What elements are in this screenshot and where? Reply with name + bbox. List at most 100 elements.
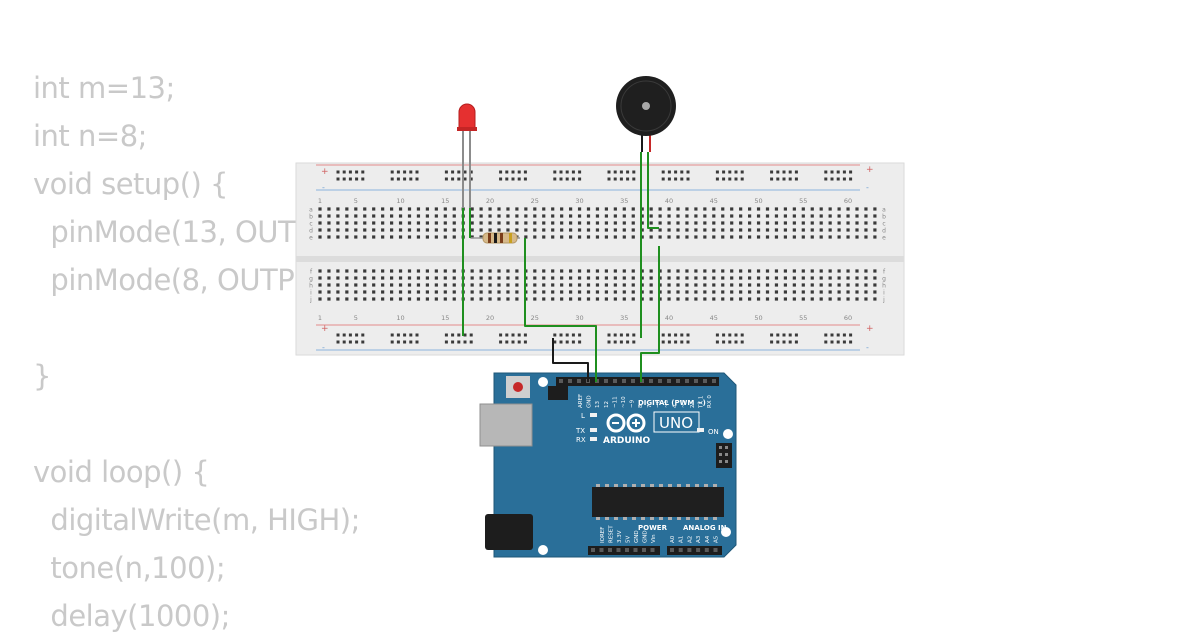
code-line: pinMode(8, OUTPUT); — [33, 263, 353, 297]
header-pins — [559, 379, 728, 552]
mount-hole — [538, 377, 548, 387]
rail-minus-top-left: - — [322, 183, 325, 192]
row-letter: f — [883, 269, 886, 276]
code-line: void loop() { — [33, 455, 210, 489]
chip-legs — [596, 484, 717, 520]
digital-section-label: DIGITAL (PWM ~) — [638, 399, 706, 407]
mount-hole — [723, 429, 733, 439]
rail-minus-top-right: - — [866, 183, 869, 192]
analog-pin-label: A4 — [705, 535, 711, 543]
rail-signs: + + + + - - - - — [321, 165, 874, 352]
column-number: 1 — [318, 314, 322, 322]
rail-plus-bottom-left: + — [321, 324, 329, 334]
digital-pin-label: 4 — [673, 404, 679, 408]
rail-plus-bottom-right: + — [866, 324, 874, 334]
brand-label: ARDUINO — [603, 436, 651, 446]
column-number: 50 — [754, 197, 762, 205]
code-line: int n=8; — [33, 119, 147, 153]
code-line: } — [33, 359, 51, 393]
row-letter: f — [310, 269, 313, 276]
column-number: 1 — [318, 197, 322, 205]
column-number: 60 — [844, 314, 852, 322]
on-led — [697, 428, 704, 432]
l-led-label: L — [581, 412, 585, 420]
piezo-buzzer[interactable] — [616, 76, 676, 152]
power-pin-label: GND — [643, 530, 649, 543]
power-pin-label: IOREF — [600, 527, 606, 543]
code-line: delay(1000); — [33, 599, 230, 633]
wire-resistor-to-pin13 — [524, 238, 597, 382]
digital-pin-label: ~9 — [630, 399, 636, 408]
row-letter: j — [882, 297, 885, 304]
row-letter: d — [882, 228, 886, 235]
wire-buzzer-signal — [647, 152, 659, 229]
analog-header — [667, 546, 722, 555]
on-led-label: ON — [708, 428, 719, 436]
usb-port — [479, 403, 533, 447]
red-led[interactable] — [457, 103, 477, 208]
digital-pin-label: 7 — [647, 404, 653, 408]
rail-minus-bottom-left: - — [322, 343, 325, 352]
digital-pin-label: 12 — [604, 401, 610, 408]
column-number: 30 — [575, 314, 583, 322]
column-number: 40 — [665, 314, 673, 322]
row-letter: i — [310, 290, 312, 297]
analog-pin-label: A5 — [714, 535, 720, 543]
arduino-uno-board[interactable]: UNO ARDUINO DIGITAL (PWM ~) POWER ANALOG… — [479, 372, 737, 558]
analog-pin-label: A3 — [696, 535, 702, 543]
column-number: 5 — [354, 197, 358, 205]
digital-header — [556, 377, 719, 386]
digital-pin-label: ~6 — [655, 399, 661, 408]
arduino-logo — [606, 411, 700, 433]
tx-led-label: TX — [575, 427, 585, 435]
column-number: 15 — [441, 197, 449, 205]
rx-led — [590, 437, 597, 441]
column-number: 60 — [844, 197, 852, 205]
mount-hole — [538, 545, 548, 555]
analog-pin-label: A1 — [679, 536, 685, 543]
analog-pin-label: A0 — [670, 535, 676, 543]
row-letter: j — [309, 297, 312, 304]
row-letter: a — [309, 207, 313, 214]
digital-pin-label: TX 1 — [698, 396, 704, 409]
row-letter: d — [309, 228, 313, 235]
power-pin-label: Vin — [651, 534, 657, 543]
code-line: int m=13; — [33, 71, 175, 105]
digital-pin-label: 2 — [690, 405, 696, 409]
mount-hole — [721, 527, 731, 537]
breadboard-holes — [318, 170, 877, 344]
row-letter: g — [309, 276, 313, 283]
column-number: 20 — [486, 314, 494, 322]
resistor[interactable] — [471, 232, 520, 244]
atmega-chip — [592, 487, 724, 517]
column-number: 35 — [620, 197, 628, 205]
column-number: 20 — [486, 197, 494, 205]
analog-pin-label: A2 — [687, 536, 693, 543]
rail-plus-top-left: + — [321, 167, 329, 177]
column-number: 35 — [620, 314, 628, 322]
column-number: 55 — [799, 197, 807, 205]
row-letter: b — [882, 214, 886, 221]
power-pin-label: 5V — [626, 536, 632, 543]
column-number: 40 — [665, 197, 673, 205]
wires — [462, 152, 660, 382]
power-jack — [485, 514, 533, 550]
row-letter: c — [309, 221, 312, 228]
digital-pin-label: RX 0 — [707, 395, 713, 408]
column-number: 45 — [710, 197, 718, 205]
tx-led — [590, 428, 597, 432]
digital-pin-label: ~3 — [681, 399, 687, 408]
row-letter: h — [309, 283, 313, 290]
rail-minus-bottom-right: - — [866, 343, 869, 352]
power-section-label: POWER — [638, 524, 668, 532]
column-number: 10 — [396, 197, 404, 205]
row-letter: e — [882, 235, 886, 242]
row-letter: b — [309, 214, 313, 221]
reset-button-cap[interactable] — [513, 382, 523, 392]
power-pin-label: RESET — [609, 525, 615, 543]
